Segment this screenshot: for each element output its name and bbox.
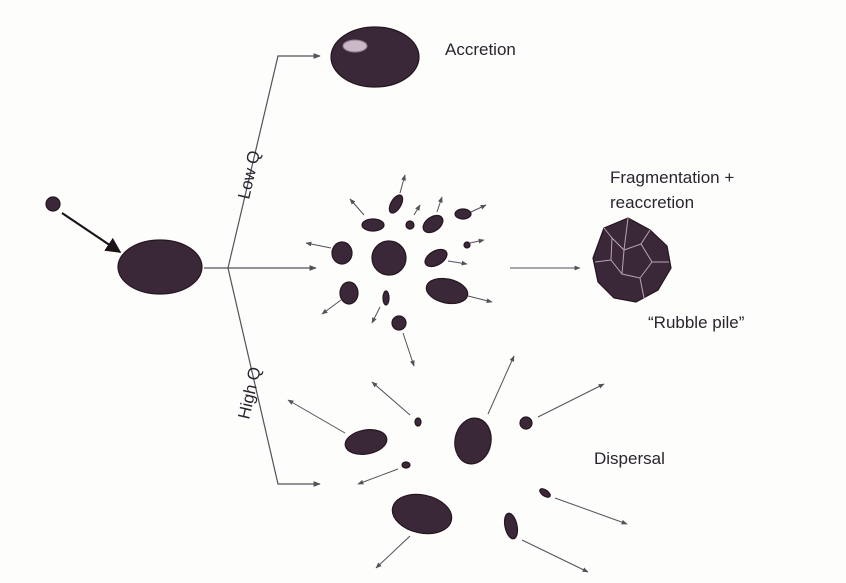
dispersal-arrows bbox=[288, 356, 627, 572]
accretion-body bbox=[331, 27, 419, 87]
fragmentation-label-line1: Fragmentation + bbox=[610, 168, 734, 187]
fragmentation-label-line2: reaccretion bbox=[610, 193, 694, 212]
rubble-pile-label: “Rubble pile” bbox=[648, 313, 745, 332]
low-q-label: Low Q bbox=[234, 149, 264, 201]
branch-low-q bbox=[204, 56, 320, 268]
branch-high-q bbox=[228, 268, 320, 484]
high-q-label: High Q bbox=[234, 365, 264, 421]
target-body bbox=[118, 240, 202, 294]
impactor-body bbox=[46, 197, 60, 211]
dispersal-label: Dispersal bbox=[594, 449, 665, 468]
accretion-label: Accretion bbox=[445, 40, 516, 59]
impact-arrow bbox=[62, 213, 120, 252]
rubble-pile-body bbox=[593, 218, 671, 302]
